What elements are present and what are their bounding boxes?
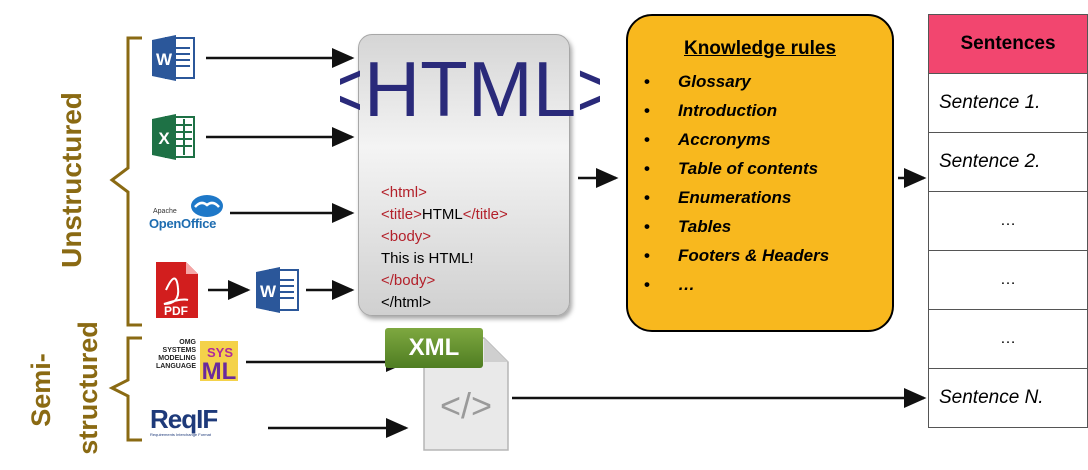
reqif-subtext: Requirements Interchange Format (150, 432, 211, 437)
table-row: … (928, 250, 1088, 310)
unstructured-brace (109, 36, 142, 327)
svg-text:ML: ML (202, 358, 237, 385)
seagull-icon (191, 195, 223, 217)
rule-item: •Glossary (644, 72, 751, 91)
svg-text:</>: </> (440, 385, 492, 426)
svg-text:W: W (260, 282, 277, 301)
rule-item: •Tables (644, 217, 732, 236)
table-header: Sentences (928, 14, 1088, 74)
html-logo: <HTML> (340, 45, 600, 133)
semistructured-brace (108, 336, 142, 442)
rule-item: •Accronyms (644, 130, 771, 149)
svg-text:X: X (158, 129, 170, 148)
word-icon: W (152, 35, 195, 81)
xml-badge: XML (385, 328, 483, 368)
code-line: <title>HTML</title> (381, 206, 508, 223)
html-big-text: <HTML> (340, 45, 600, 133)
rule-item: •Enumerations (644, 188, 792, 207)
html-conversion-box (358, 34, 570, 316)
pdf-label: PDF (164, 304, 188, 318)
knowledge-rules-box: Knowledge rules •Glossary •Introduction … (626, 14, 894, 332)
sysml-text: OMG SYSTEMS MODELING LANGUAGE (155, 339, 196, 370)
code-line: </html> (381, 294, 432, 311)
table-row: … (928, 191, 1088, 251)
rule-item: •Table of contents (644, 159, 819, 178)
code-line: </body> (381, 272, 436, 289)
table-row: … (928, 309, 1088, 369)
svg-text:W: W (156, 50, 173, 69)
svg-text:SYS: SYS (207, 345, 233, 360)
knowledge-rules-title: Knowledge rules (683, 38, 837, 59)
openoffice-logo: Apache OpenOffice (147, 194, 231, 234)
rule-item: •… (644, 275, 695, 294)
code-line: <html> (381, 184, 427, 201)
code-line: This is HTML! (381, 250, 474, 267)
code-line: <body> (381, 228, 432, 245)
sentences-table: Sentences Sentence 1. Sentence 2. … … … … (928, 14, 1088, 428)
rule-item: •Footers & Headers (644, 246, 830, 265)
pdf-icon: PDF (156, 262, 198, 318)
table-row: Sentence 1. (928, 73, 1088, 133)
sysml-logo: OMG SYSTEMS MODELING LANGUAGE SYS ML (150, 333, 242, 389)
excel-icon: X (152, 114, 195, 160)
rule-item: •Introduction (644, 101, 778, 120)
reqif-text: ReqIF (150, 404, 218, 434)
word-icon: W (256, 267, 299, 313)
sysml-mark-icon: SYS ML (200, 341, 238, 385)
table-row: Sentence 2. (928, 132, 1088, 192)
reqif-logo: ReqIF Requirements Interchange Format (150, 404, 260, 444)
table-row: Sentence N. (928, 368, 1088, 428)
openoffice-small-label: Apache (153, 208, 177, 215)
openoffice-name: OpenOffice (149, 216, 217, 231)
